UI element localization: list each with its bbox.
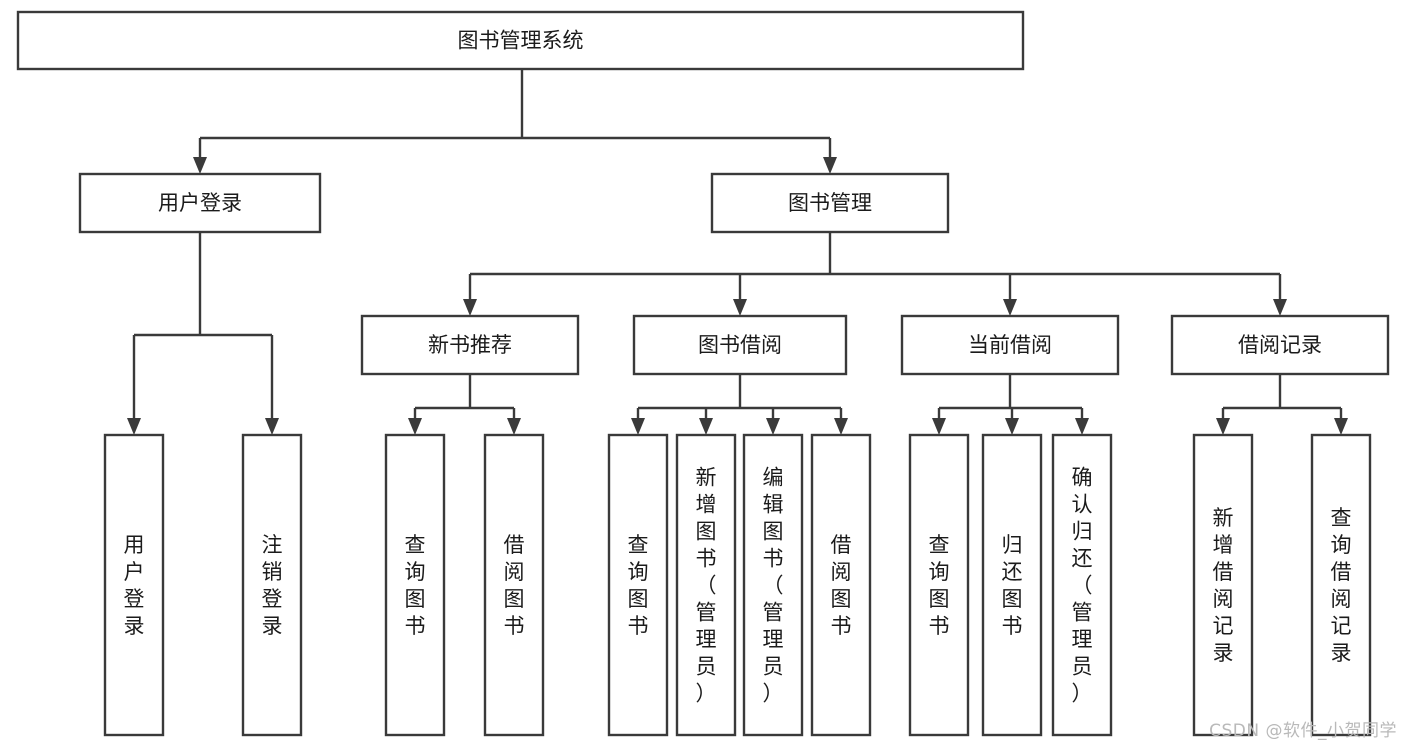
arrow-head-icon-0 [1216, 418, 1230, 435]
arrow-head-icon-3 [1273, 299, 1287, 316]
node-label-leaf-current-return-book: 归还图书 [1002, 533, 1023, 638]
arrow-head-icon-0 [408, 418, 422, 435]
node-leaf-borrow-edit-book[interactable]: 编辑图书（管理员） [742, 433, 804, 737]
node-box-leaf-current-return-book [981, 433, 1043, 737]
node-label-book-manage: 图书管理 [788, 191, 872, 215]
node-label-leaf-user-logout: 注销登录 [262, 533, 283, 638]
node-leaf-record-query-record[interactable]: 查询借阅记录 [1310, 433, 1372, 737]
node-box-leaf-user-logout [241, 433, 303, 737]
node-box-new-book-recommend [360, 314, 580, 376]
node-label-leaf-user-login: 用户登录 [124, 533, 145, 638]
node-label-leaf-borrow-query-book: 查询图书 [628, 533, 649, 638]
arrow-head-icon-2 [1075, 418, 1089, 435]
node-box-borrow-record [1170, 314, 1390, 376]
node-label-leaf-current-confirm-return: 确认归还（管理员） [1072, 466, 1093, 706]
nodes-layer: 图书管理系统用户登录图书管理新书推荐图书借阅当前借阅借阅记录用户登录注销登录查询… [16, 10, 1390, 737]
node-box-leaf-borrow-add-book [675, 433, 737, 737]
node-box-user-login [78, 172, 322, 234]
node-leaf-recommend-borrow-book[interactable]: 借阅图书 [483, 433, 545, 737]
node-book-manage[interactable]: 图书管理 [710, 172, 950, 234]
connector-record-to-leaves [1216, 374, 1348, 435]
node-label-leaf-recommend-borrow-book: 借阅图书 [504, 533, 525, 638]
arrow-head-icon-3 [834, 418, 848, 435]
arrow-head-icon-1 [1005, 418, 1019, 435]
node-label-leaf-borrow-borrow-book: 借阅图书 [831, 533, 852, 638]
node-user-login[interactable]: 用户登录 [78, 172, 322, 234]
node-label-leaf-borrow-add-book: 新增图书（管理员） [696, 466, 717, 706]
arrow-head-icon-0 [127, 418, 141, 435]
csdn-watermark: CSDN @软件_小贺同学 [1209, 721, 1397, 741]
arrow-head-icon-1 [823, 157, 837, 174]
node-label-leaf-current-query-book: 查询图书 [929, 533, 950, 638]
node-label-user-login: 用户登录 [158, 191, 242, 215]
node-current-borrow[interactable]: 当前借阅 [900, 314, 1120, 376]
node-box-leaf-record-add-record [1192, 433, 1254, 737]
connector-borrow-to-leaves [631, 374, 848, 435]
connector-recommend-to-leaves [408, 374, 521, 435]
arrow-head-icon-2 [1003, 299, 1017, 316]
node-leaf-current-confirm-return[interactable]: 确认归还（管理员） [1051, 433, 1113, 737]
arrow-head-icon-1 [1334, 418, 1348, 435]
connector-user-login-to-leaves [127, 232, 279, 435]
node-leaf-recommend-query-book[interactable]: 查询图书 [384, 433, 446, 737]
node-label-new-book-recommend: 新书推荐 [428, 333, 512, 357]
node-leaf-record-add-record[interactable]: 新增借阅记录 [1192, 433, 1254, 737]
node-leaf-user-logout[interactable]: 注销登录 [241, 433, 303, 737]
node-box-book-borrow [632, 314, 848, 376]
connector-root-to-level2 [193, 69, 837, 174]
node-label-leaf-record-add-record: 新增借阅记录 [1213, 506, 1234, 665]
node-leaf-borrow-borrow-book[interactable]: 借阅图书 [810, 433, 872, 737]
node-box-leaf-current-query-book [908, 433, 970, 737]
node-label-root: 图书管理系统 [458, 29, 584, 53]
arrow-head-icon-0 [463, 299, 477, 316]
node-leaf-borrow-query-book[interactable]: 查询图书 [607, 433, 669, 737]
arrow-head-icon-0 [193, 157, 207, 174]
node-box-leaf-recommend-query-book [384, 433, 446, 737]
node-leaf-current-return-book[interactable]: 归还图书 [981, 433, 1043, 737]
arrow-head-icon-1 [507, 418, 521, 435]
node-box-leaf-user-login [103, 433, 165, 737]
node-new-book-recommend[interactable]: 新书推荐 [360, 314, 580, 376]
node-label-current-borrow: 当前借阅 [968, 333, 1052, 357]
node-leaf-current-query-book[interactable]: 查询图书 [908, 433, 970, 737]
connector-current-to-leaves [932, 374, 1089, 435]
connector-book-manage-to-level3 [463, 232, 1287, 316]
node-label-book-borrow: 图书借阅 [698, 333, 782, 357]
node-box-leaf-recommend-borrow-book [483, 433, 545, 737]
node-book-borrow[interactable]: 图书借阅 [632, 314, 848, 376]
node-leaf-user-login[interactable]: 用户登录 [103, 433, 165, 737]
node-label-leaf-recommend-query-book: 查询图书 [405, 533, 426, 638]
node-box-leaf-borrow-edit-book [742, 433, 804, 737]
node-label-leaf-borrow-edit-book: 编辑图书（管理员） [763, 466, 784, 706]
arrow-head-icon-1 [733, 299, 747, 316]
node-box-current-borrow [900, 314, 1120, 376]
arrow-head-icon-1 [265, 418, 279, 435]
node-leaf-borrow-add-book[interactable]: 新增图书（管理员） [675, 433, 737, 737]
node-box-book-manage [710, 172, 950, 234]
arrow-head-icon-0 [932, 418, 946, 435]
node-box-leaf-current-confirm-return [1051, 433, 1113, 737]
node-label-leaf-record-query-record: 查询借阅记录 [1331, 506, 1352, 665]
node-root[interactable]: 图书管理系统 [16, 10, 1025, 71]
node-box-leaf-borrow-borrow-book [810, 433, 872, 737]
node-box-root [16, 10, 1025, 71]
connectors-layer [127, 69, 1348, 435]
arrow-head-icon-0 [631, 418, 645, 435]
arrow-head-icon-1 [699, 418, 713, 435]
node-borrow-record[interactable]: 借阅记录 [1170, 314, 1390, 376]
node-box-leaf-borrow-query-book [607, 433, 669, 737]
node-label-borrow-record: 借阅记录 [1238, 333, 1322, 357]
arrow-head-icon-2 [766, 418, 780, 435]
node-box-leaf-record-query-record [1310, 433, 1372, 737]
